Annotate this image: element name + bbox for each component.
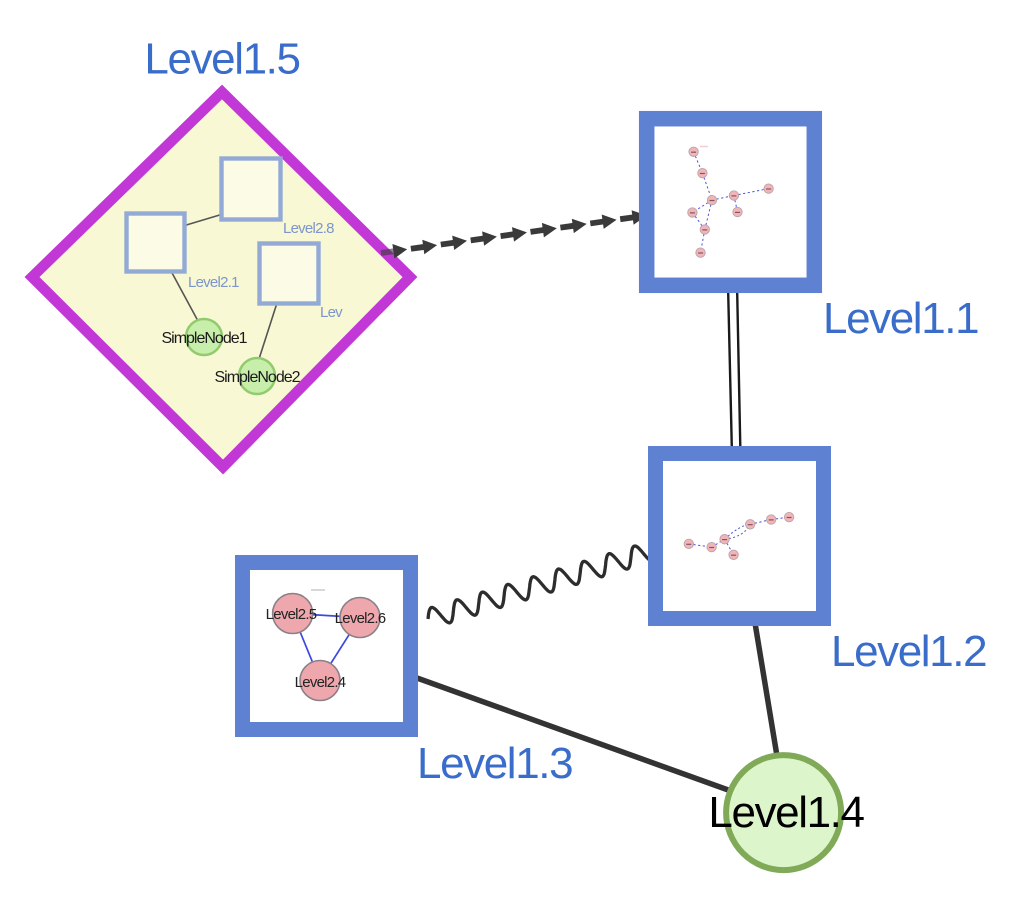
svg-text:SimpleNode2: SimpleNode2 — [214, 369, 300, 386]
svg-text:Level2.5: Level2.5 — [266, 606, 317, 623]
svg-text:SimpleNode1: SimpleNode1 — [161, 330, 247, 347]
svg-text:Level1.5: Level1.5 — [144, 35, 299, 84]
svg-text:Level1.3: Level1.3 — [417, 739, 572, 788]
svg-text:Level2.8: Level2.8 — [283, 220, 334, 237]
svg-text:Level1.2: Level1.2 — [831, 627, 986, 676]
svg-text:Level2.4: Level2.4 — [295, 674, 346, 691]
svg-text:Level2.6: Level2.6 — [335, 610, 386, 627]
svg-text:Level2.1: Level2.1 — [188, 274, 239, 291]
svg-text:Level1.1: Level1.1 — [823, 294, 978, 343]
svg-text:Level1.4: Level1.4 — [708, 788, 864, 837]
svg-text:Lev: Lev — [320, 304, 343, 321]
